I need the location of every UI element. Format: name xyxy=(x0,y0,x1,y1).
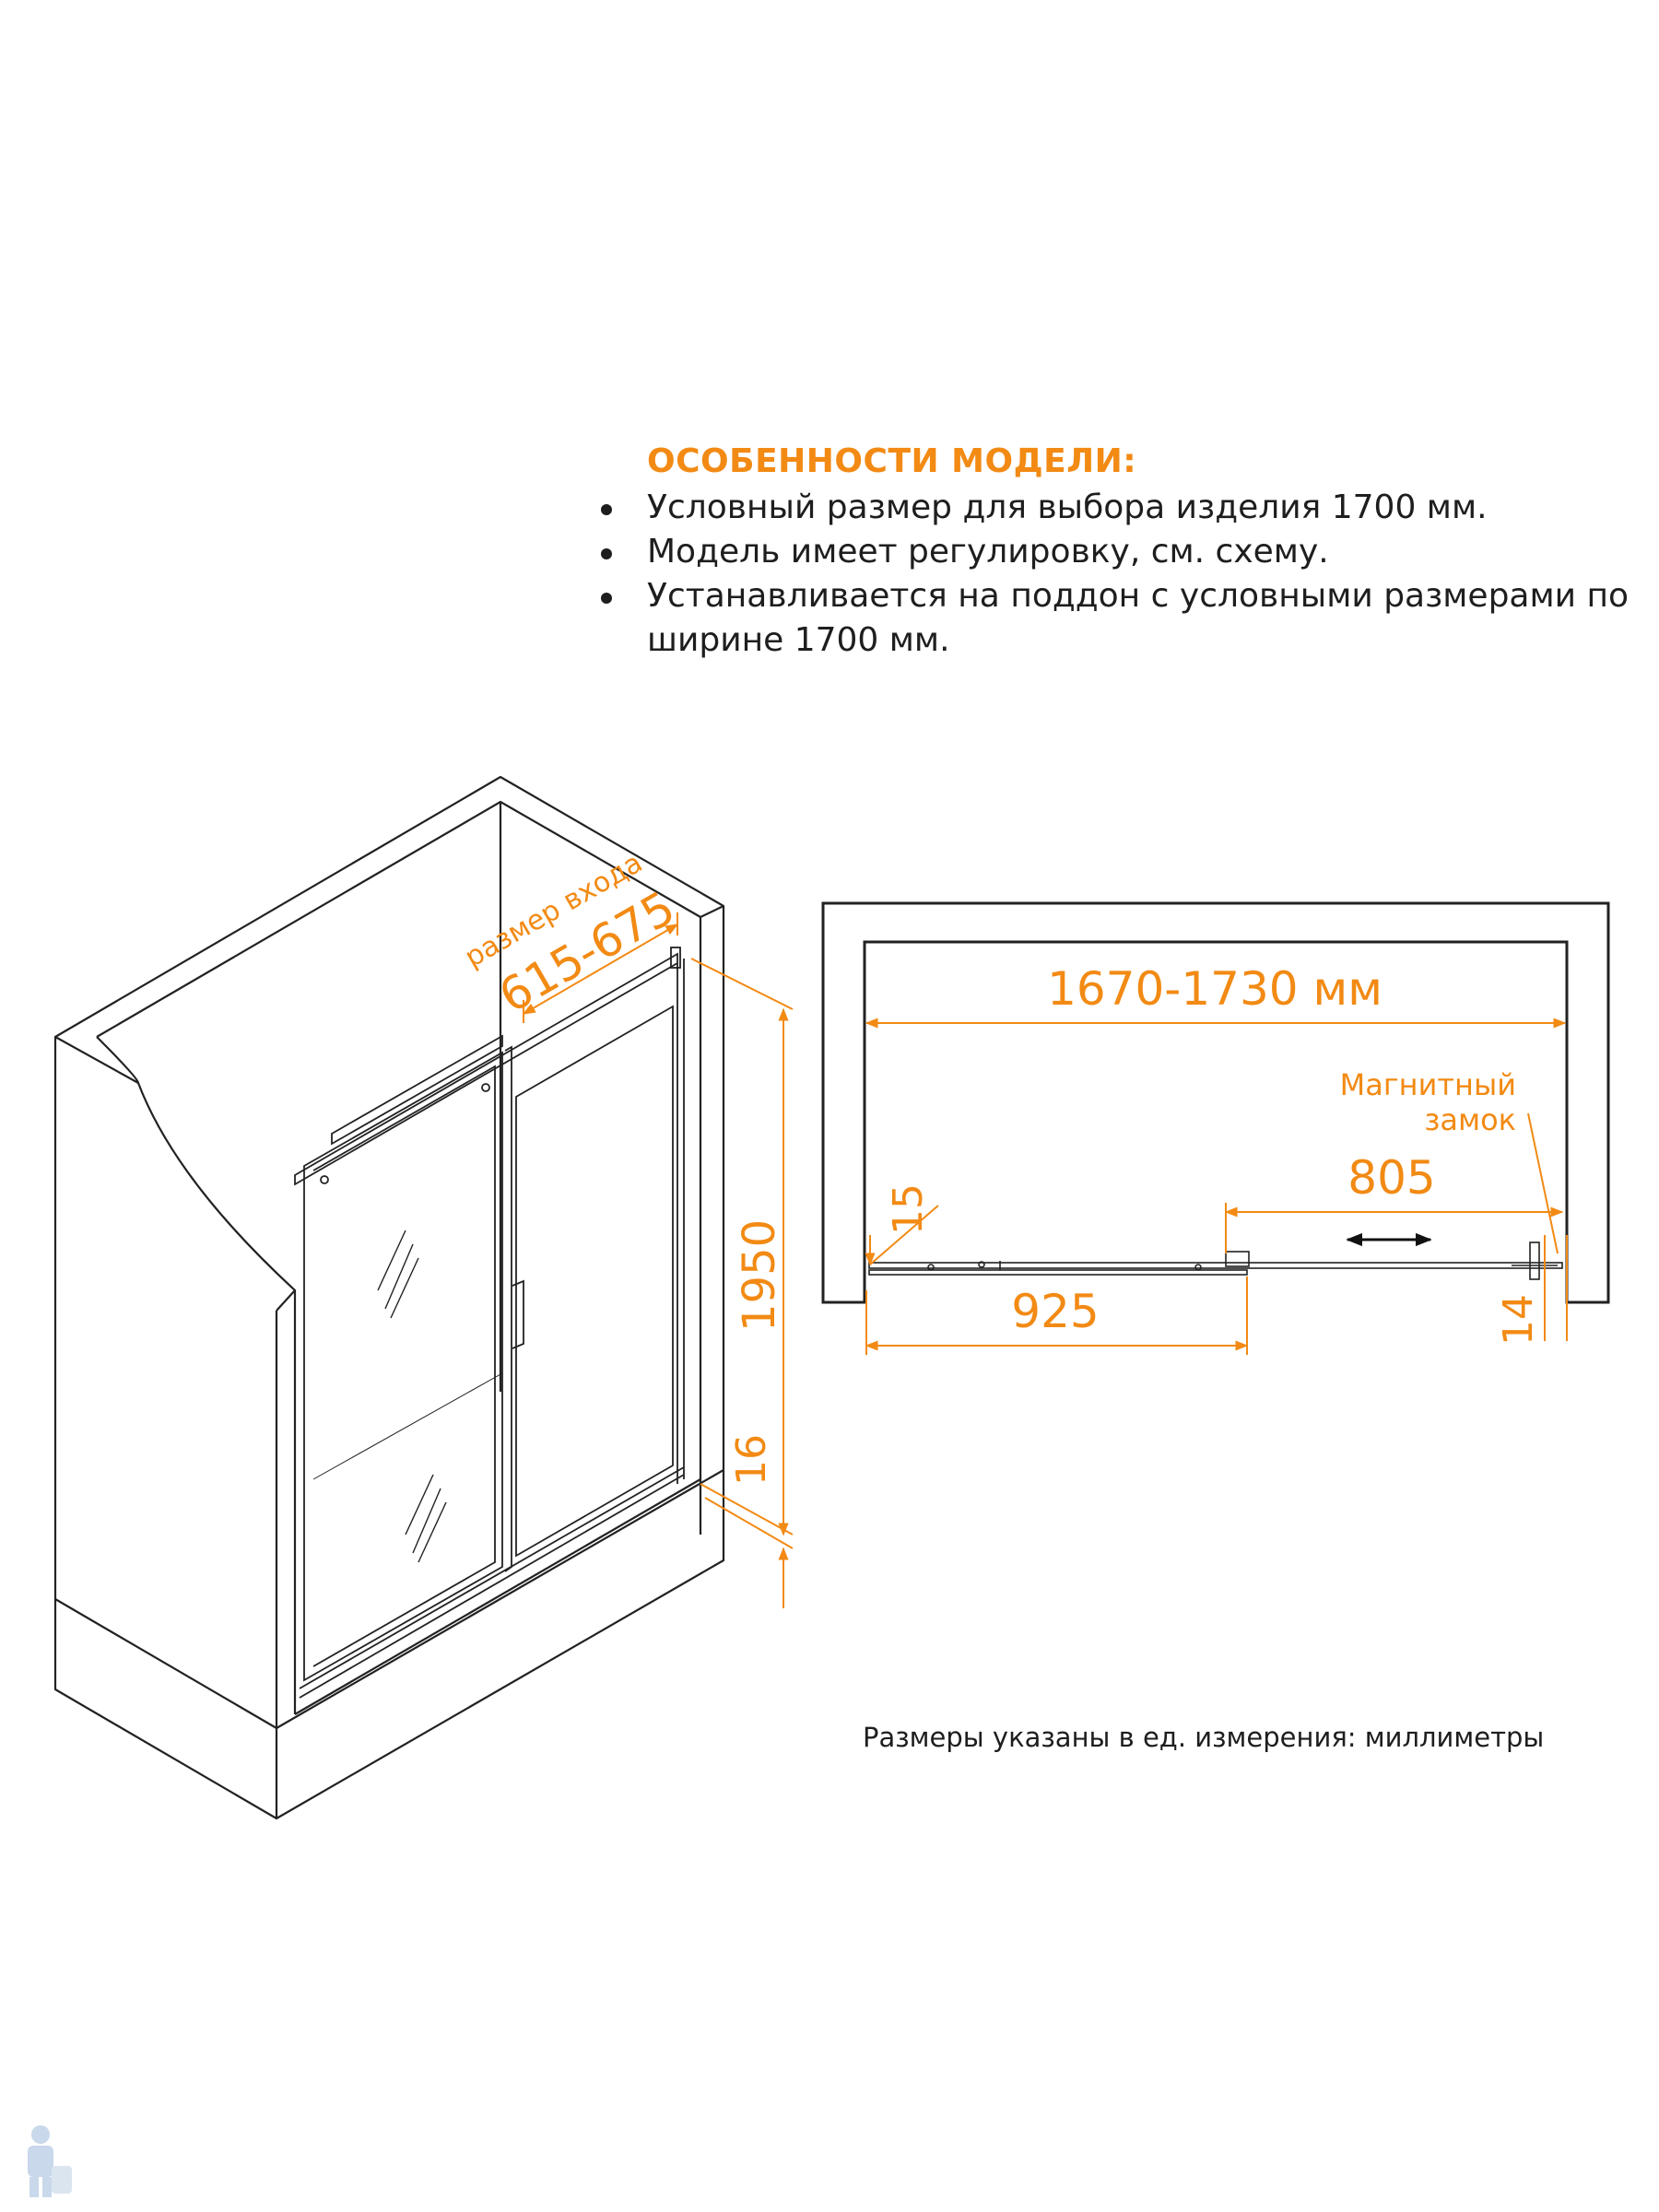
feature-item: Условный размер для выбора изделия 1700 … xyxy=(590,486,1650,530)
lock-label-line2: замок xyxy=(1424,1102,1516,1137)
features-list: Условный размер для выбора изделия 1700 … xyxy=(590,486,1650,663)
base-value: 16 xyxy=(728,1434,775,1486)
niche-outline xyxy=(53,775,725,1820)
isometric-view xyxy=(53,775,725,1820)
height-value: 1950 xyxy=(734,1219,785,1332)
plan-dimensions xyxy=(865,1018,1568,1355)
fixed-panel-value: 925 xyxy=(1011,1285,1099,1338)
feature-item: Модель имеет регулировку, см. схему. xyxy=(590,530,1650,574)
left-gap-value: 15 xyxy=(885,1183,932,1235)
enclosure-iso xyxy=(294,947,685,1699)
iso-dimensions xyxy=(522,912,794,1608)
units-note: Размеры указаны в ед. измерения: миллиме… xyxy=(863,1722,1545,1753)
plan-enclosure xyxy=(868,1241,1563,1280)
feature-item: Устанавливается на поддон с условными ра… xyxy=(590,574,1650,663)
model-features: ОСОБЕННОСТИ МОДЕЛИ: Условный размер для … xyxy=(590,442,1650,663)
width-value: 1670-1730 мм xyxy=(1047,962,1382,1016)
travel-value: 805 xyxy=(1347,1151,1435,1205)
lock-label-line1: Магнитный xyxy=(1340,1067,1516,1102)
right-gap-value: 14 xyxy=(1495,1294,1542,1346)
plumber-logo-icon xyxy=(28,2125,72,2197)
features-title: ОСОБЕННОСТИ МОДЕЛИ: xyxy=(647,442,1137,480)
